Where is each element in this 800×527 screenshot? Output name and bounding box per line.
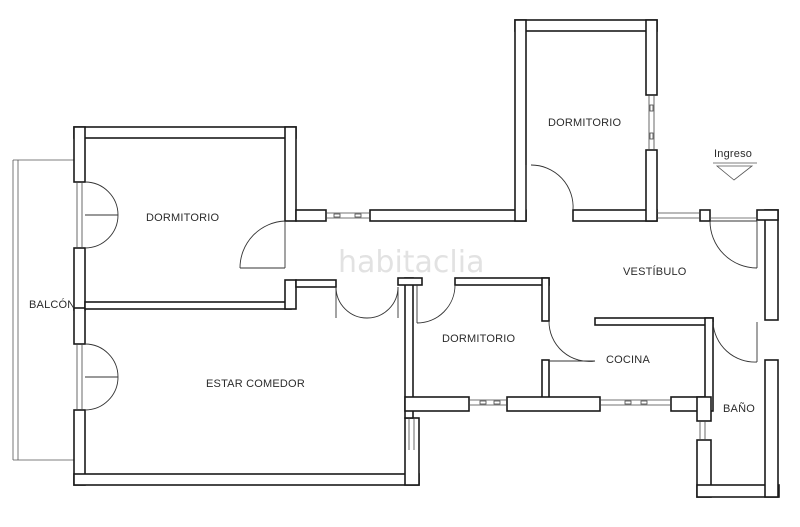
- room-label-dormitorio-1: DORMITORIO: [146, 212, 220, 224]
- entrance-label: Ingreso: [714, 148, 752, 160]
- room-label-dormitorio-2: DORMITORIO: [548, 117, 622, 129]
- walls: [73, 19, 780, 498]
- entrance-marker: Ingreso: [713, 148, 757, 181]
- room-label-estar-comedor: ESTAR COMEDOR: [206, 378, 305, 390]
- room-label-dormitorio-3: DORMITORIO: [442, 333, 516, 345]
- room-label-cocina: COCINA: [606, 354, 650, 366]
- doors: [84, 164, 758, 411]
- entrance-arrow-icon: [715, 165, 754, 181]
- room-label-balcon: BALCÓN: [29, 298, 75, 311]
- room-labels: DORMITORIO DORMITORIO DORMITORIO ESTAR C…: [29, 117, 755, 415]
- room-label-vestibulo: VESTÍBULO: [623, 265, 687, 278]
- watermark: habitaclia: [338, 245, 484, 280]
- balcony-railing: [12, 159, 76, 461]
- windows: [76, 95, 757, 450]
- room-label-bano: BAÑO: [723, 402, 755, 415]
